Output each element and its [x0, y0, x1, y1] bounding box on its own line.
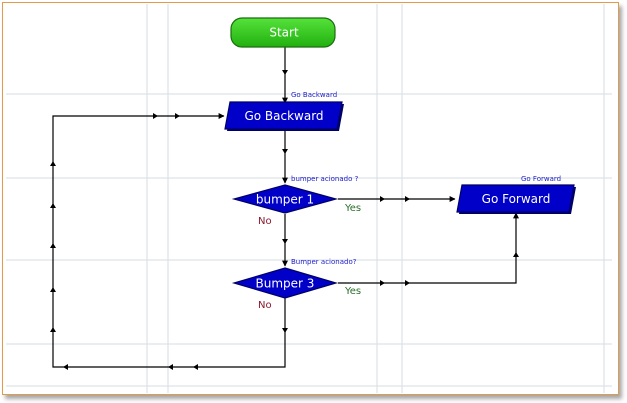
bumper3-label: Bumper 3	[256, 277, 315, 291]
arrow-marker	[50, 287, 56, 292]
arrow-marker	[282, 328, 288, 333]
start-node[interactable]: Start	[230, 17, 336, 48]
go-forward-caption: Go Forward	[521, 175, 561, 183]
arrow-marker	[405, 196, 410, 202]
arrow-marker	[282, 239, 288, 244]
start-label: Start	[269, 26, 299, 40]
direction-markers	[50, 70, 519, 370]
connector-loop-back	[52, 113, 286, 368]
bumper1-no-label: No	[258, 216, 272, 227]
arrow-marker	[63, 364, 68, 370]
connector-bumper3-yes-to-go-forward	[338, 212, 519, 284]
bumper1-decision-node[interactable]: bumper 1	[231, 184, 339, 214]
arrow-marker	[50, 161, 56, 166]
go-backward-caption: Go Backward	[291, 91, 337, 99]
bumper1-yes-label: Yes	[344, 203, 361, 214]
arrow-marker	[50, 243, 56, 248]
go-backward-node[interactable]: Go Backward	[224, 101, 344, 131]
go-backward-label: Go Backward	[244, 109, 323, 123]
arrow-marker	[50, 327, 56, 332]
arrow-marker	[175, 113, 180, 119]
arrow-marker	[282, 149, 288, 154]
bumper3-yes-label: Yes	[344, 286, 361, 297]
bumper1-label: bumper 1	[256, 193, 314, 207]
arrow-marker	[193, 364, 198, 370]
background-grid	[6, 4, 612, 393]
arrow-marker	[153, 113, 158, 119]
bumper3-decision-node[interactable]: Bumper 3	[231, 267, 339, 299]
bumper1-caption: bumper acionado ?	[291, 175, 359, 183]
arrow-marker	[282, 70, 288, 75]
arrow-marker	[50, 203, 56, 208]
bumper3-caption: Bumper acionado?	[291, 258, 357, 266]
arrow-marker	[380, 280, 385, 286]
arrow-marker	[380, 196, 385, 202]
go-forward-label: Go Forward	[482, 192, 551, 206]
bumper3-no-label: No	[258, 300, 272, 311]
arrow-marker	[168, 364, 173, 370]
arrow-marker	[513, 252, 519, 257]
go-forward-node[interactable]: Go Forward	[456, 184, 576, 214]
arrow-marker	[405, 280, 410, 286]
